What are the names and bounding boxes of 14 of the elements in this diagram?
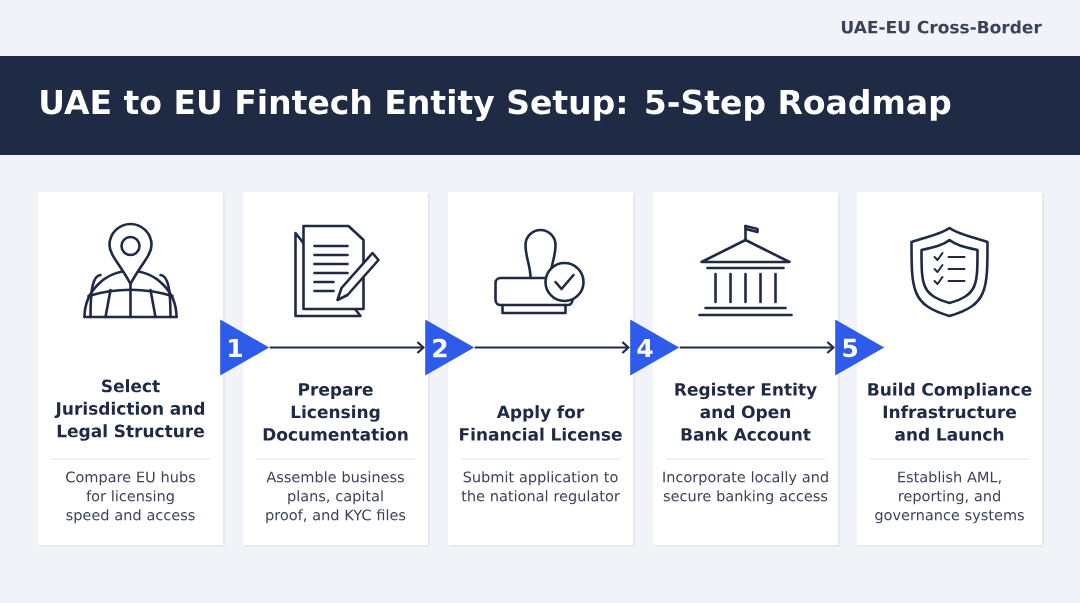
step-badge: 5	[835, 319, 885, 376]
step-text: Apply for Financial License Submit application to the national regulator	[460, 405, 622, 505]
step-text: Build Compliance Infrastructure and Launch Establish AML, reporting, and governance systems	[868, 382, 1032, 524]
step-text: Register Entity and Open Bank Account Incorporate locally and secure banking access	[663, 382, 828, 505]
title-banner: UAE to EU Fintech Entity Setup: 5-Step Roadmap	[0, 56, 1080, 155]
step-text: Prepare Licensing Documentation Assemble business plans, capital proof, and KYC files	[255, 383, 416, 524]
step-badge: 4	[630, 319, 680, 376]
step-badge: 2	[425, 319, 475, 376]
arrow	[269, 341, 425, 354]
header-tag: UAE-EU Cross-Border	[842, 20, 1042, 34]
step-badge: 1	[220, 319, 270, 376]
arrow	[474, 341, 630, 354]
arrow	[679, 341, 835, 354]
step-text: Select Jurisdiction and Legal Structure Compare EU hubs for licensing speed and access	[50, 379, 211, 524]
